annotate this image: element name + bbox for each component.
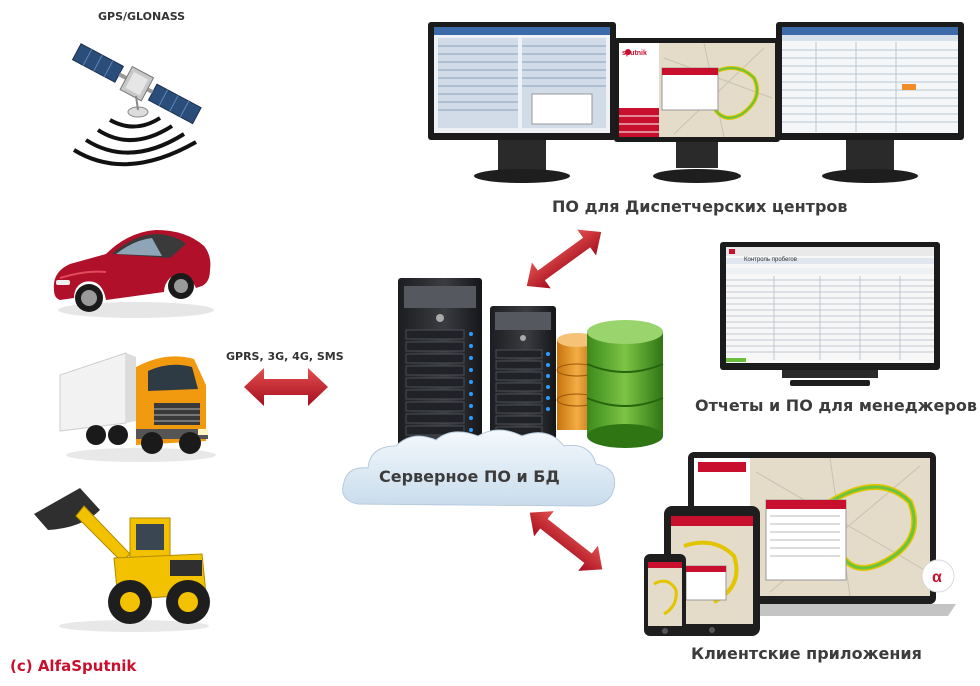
svg-text:α: α — [932, 569, 942, 586]
reports-window-title: Контроль пробегов — [744, 257, 797, 263]
double-arrow-icon — [524, 226, 604, 292]
monitor-icon — [614, 38, 780, 186]
clients-label: Клиентские приложения — [691, 644, 922, 663]
reports-label: Отчеты и ПО для менеджеров — [695, 396, 977, 415]
car-icon — [46, 212, 216, 322]
double-arrow-icon — [526, 508, 606, 574]
monitor-icon — [720, 242, 940, 392]
brand-name: sputnik — [622, 50, 647, 57]
satellite-icon — [60, 30, 210, 170]
truck-icon — [56, 345, 216, 465]
tablet-icon — [664, 506, 760, 636]
gps-label: GPS/GLONASS — [98, 10, 186, 23]
alert-popup-title: ИНФОРМАЦИЯ О СИГНАЛЕ — [770, 510, 839, 516]
phone-icon — [644, 554, 686, 636]
window-title: Контроль пробегов — [744, 248, 864, 263]
cloud-icon — [338, 420, 620, 520]
sputnik-logo-icon: sputnik — [622, 42, 662, 57]
double-arrow-icon — [244, 368, 328, 406]
dispatch-label: ПО для Диспетчерских центров — [552, 197, 848, 216]
popup-title: ИНФОРМАЦИЯ О СИГНАЛЕ — [770, 501, 850, 516]
monitor-icon — [428, 22, 616, 184]
monitor-icon — [776, 22, 964, 184]
server-label: Серверное ПО и БД — [379, 467, 560, 486]
copyright-label: (c) AlfaSputnik — [10, 657, 137, 675]
channels-label: GPRS, 3G, 4G, SMS — [226, 350, 344, 363]
database-icon — [555, 318, 667, 448]
wheel-loader-icon — [34, 484, 214, 634]
server-icon — [490, 306, 560, 456]
